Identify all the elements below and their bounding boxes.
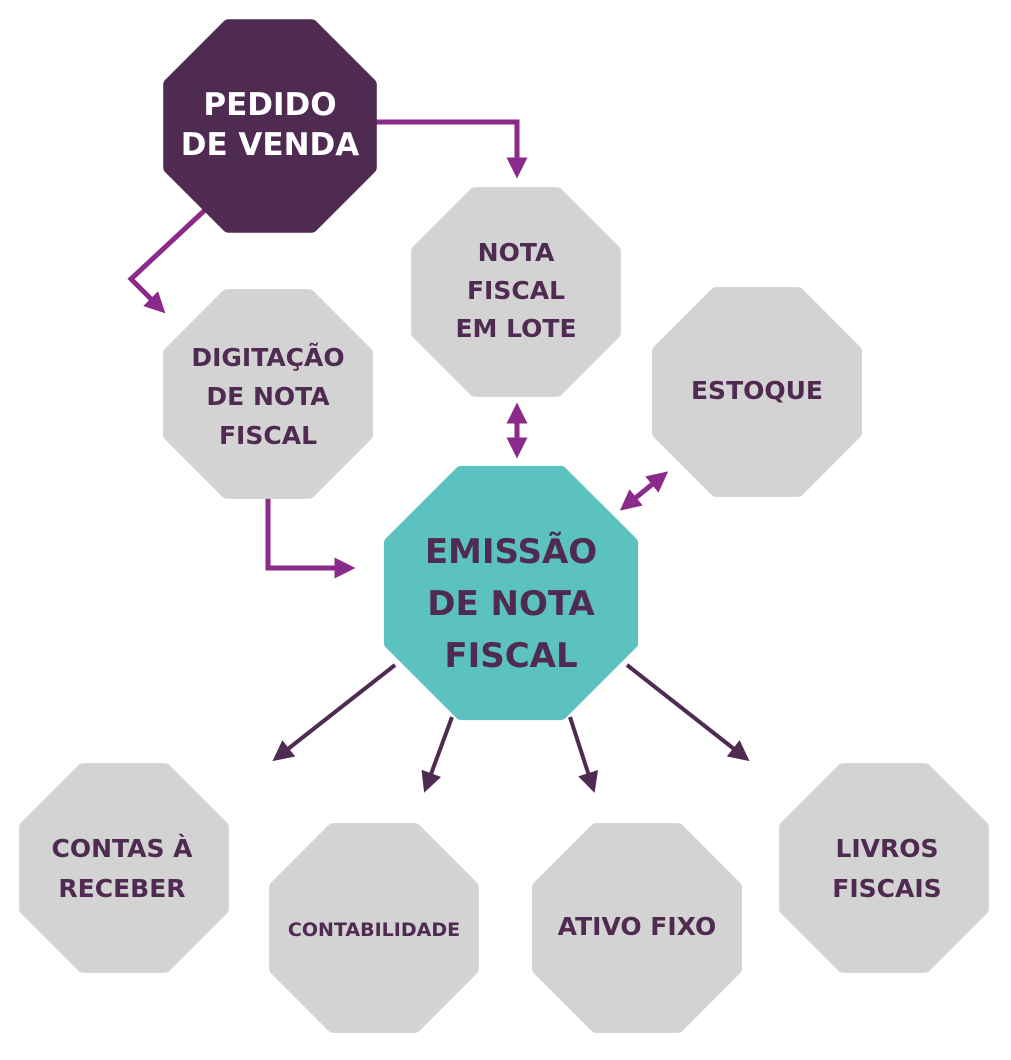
node-label-line: RECEBER: [58, 874, 185, 903]
node-emissao-label: EMISSÃO DE NOTA FISCAL: [425, 531, 597, 676]
node-label-line: FISCAL: [444, 636, 577, 676]
node-estoque-shape: [652, 287, 862, 497]
node-label-line: DIGITAÇÃO: [191, 343, 344, 372]
node-contas-a-receber: CONTAS À RECEBER: [19, 763, 229, 973]
node-label-line: CONTAS À: [51, 834, 193, 863]
arrow-emissao-estoque-bidirectional: [619, 471, 669, 511]
node-label-line: FISCAIS: [832, 874, 941, 903]
arrow-pedido-to-digitacao: [127, 208, 207, 314]
node-label-line: NOTA: [478, 238, 555, 267]
node-label-line: DE NOTA: [206, 382, 330, 411]
node-contas-shape: [19, 763, 229, 973]
node-pedido-de-venda: PEDIDO DE VENDA: [163, 19, 377, 233]
node-label-line: FISCAL: [467, 276, 565, 305]
node-label-line: FISCAL: [219, 421, 317, 450]
node-label-line: DE VENDA: [181, 127, 360, 163]
node-contabilidade: CONTABILIDADE: [269, 823, 479, 1033]
node-label-line: EM LOTE: [455, 314, 576, 343]
node-label-line: ATIVO FIXO: [558, 912, 717, 941]
node-label-line: DE NOTA: [427, 584, 595, 624]
node-livros-shape: [779, 763, 989, 973]
node-livros-fiscais: LIVROS FISCAIS: [779, 763, 989, 973]
node-label-line: EMISSÃO: [425, 531, 597, 572]
node-emissao-shape: [383, 465, 639, 721]
node-label-line: ESTOQUE: [691, 376, 823, 405]
nodes: PEDIDO DE VENDA NOTA FISCAL EM LOTE DIGITAÇ…: [19, 19, 989, 1033]
node-emissao-de-nota-fiscal: EMISSÃO DE NOTA FISCAL: [383, 465, 639, 721]
arrow-pedido-to-nota-lote: [372, 119, 528, 179]
node-nota-fiscal-em-lote: NOTA FISCAL EM LOTE: [411, 187, 621, 397]
node-contabilidade-shape: [269, 823, 479, 1033]
arrow-emissao-to-contas: [272, 663, 397, 762]
node-nota-lote-shape: [411, 187, 621, 397]
arrow-emissao-to-livros: [625, 663, 750, 762]
node-pedido-label: PEDIDO DE VENDA: [181, 87, 360, 163]
node-ativo-label: ATIVO FIXO: [558, 912, 717, 941]
node-contabilidade-label: CONTABILIDADE: [288, 919, 460, 941]
node-pedido-shape: [163, 19, 377, 233]
node-livros-label: LIVROS FISCAIS: [832, 834, 941, 903]
node-ativo-fixo: ATIVO FIXO: [532, 823, 742, 1033]
node-nota-lote-label: NOTA FISCAL EM LOTE: [455, 238, 576, 343]
connectors: [127, 119, 750, 793]
node-digitacao-shape: [163, 289, 373, 499]
node-digitacao-de-nota-fiscal: DIGITAÇÃO DE NOTA FISCAL: [163, 289, 373, 499]
node-contas-label: CONTAS À RECEBER: [51, 834, 193, 903]
node-ativo-shape: [532, 823, 742, 1033]
node-digitacao-label: DIGITAÇÃO DE NOTA FISCAL: [191, 343, 344, 450]
arrow-emissao-to-ativo: [568, 716, 599, 793]
node-label-line: PEDIDO: [203, 87, 336, 123]
node-label-line: LIVROS: [835, 834, 938, 863]
node-label-line: CONTABILIDADE: [288, 919, 460, 941]
node-estoque-label: ESTOQUE: [691, 376, 823, 405]
arrow-emissao-to-contabilidade: [421, 716, 454, 793]
node-estoque: ESTOQUE: [652, 287, 862, 497]
arrow-digitacao-to-emissao: [265, 497, 356, 579]
